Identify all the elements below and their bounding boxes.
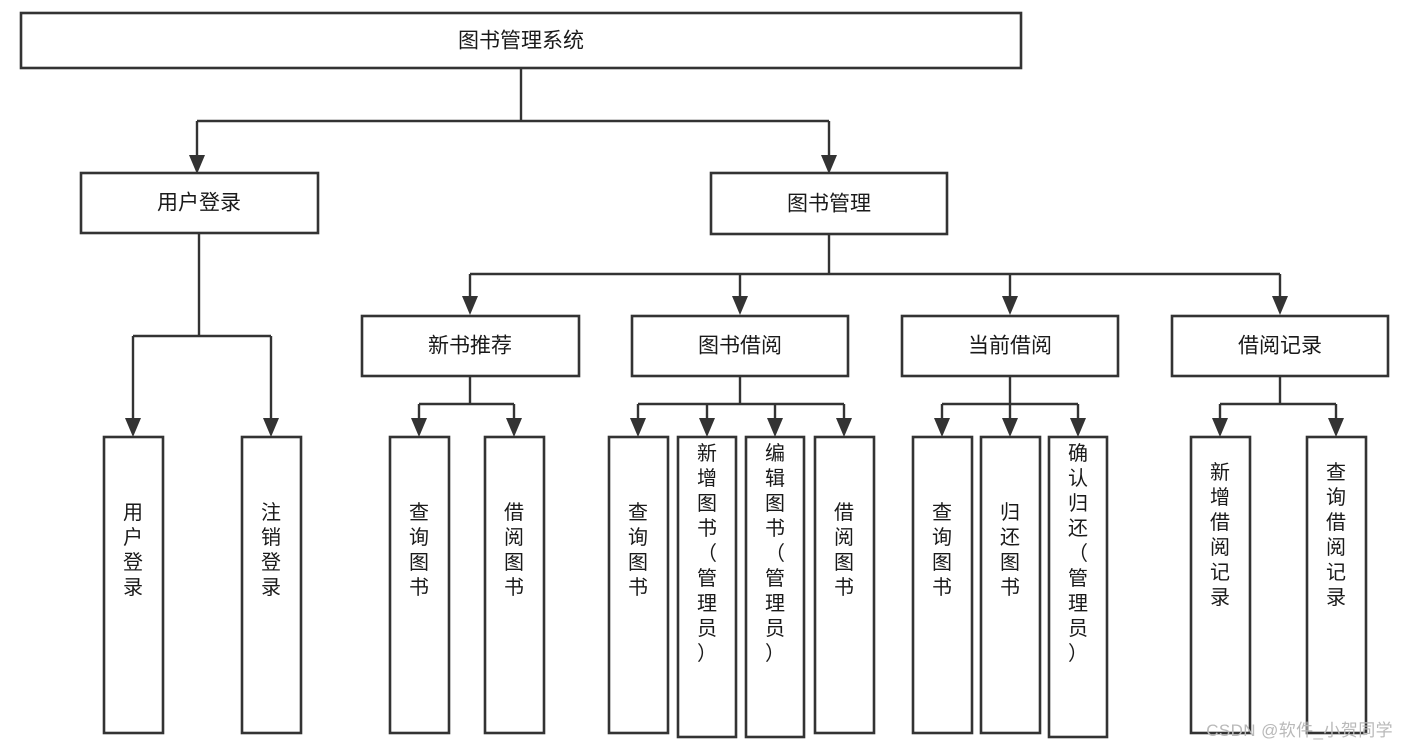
node-leaf-borrow-book-2-label: 借阅图书 <box>834 501 854 599</box>
node-root[interactable]: 图书管理系统 <box>19 11 1023 70</box>
connector-group-borrow-record <box>1212 376 1344 437</box>
node-leaf-return-book-box[interactable] <box>979 435 1042 735</box>
node-leaf-user-login-box[interactable] <box>102 435 165 735</box>
node-leaf-borrow-book-2[interactable]: 借阅图书 <box>813 435 876 735</box>
node-book-manage-box[interactable] <box>709 171 949 236</box>
connector-group-book-manage <box>462 234 1288 315</box>
node-leaf-query-book-1[interactable]: 查询图书 <box>388 435 451 735</box>
arrowhead-user-login <box>189 155 205 174</box>
node-leaf-add-book-label: 新增图书（管理员） <box>697 442 717 665</box>
node-leaf-borrow-book-1[interactable]: 借阅图书 <box>483 435 546 735</box>
arrowhead-leaf-logout <box>263 418 279 437</box>
connector-group-current-borrow <box>934 376 1086 437</box>
node-user-login[interactable]: 用户登录 <box>79 171 320 235</box>
node-leaf-user-login[interactable]: 用户登录 <box>102 435 165 735</box>
node-new-book-recommend-box[interactable] <box>360 314 581 378</box>
arrowhead-leaf-add-book <box>699 418 715 437</box>
node-leaf-query-book-3-label: 查询图书 <box>932 501 952 599</box>
arrowhead-leaf-add-record <box>1212 418 1228 437</box>
node-leaf-add-record-label: 新增借阅记录 <box>1210 461 1230 609</box>
node-leaf-query-book-1-label: 查询图书 <box>409 501 429 599</box>
node-leaf-query-record-box[interactable] <box>1305 435 1368 735</box>
csdn-watermark: CSDN @软件_小贺同学 <box>1206 721 1393 740</box>
node-leaf-add-book-box[interactable] <box>676 435 738 739</box>
connector-group-book-borrow <box>630 376 852 437</box>
node-leaf-borrow-book-1-box[interactable] <box>483 435 546 735</box>
arrowhead-leaf-user-login <box>125 418 141 437</box>
connector-group-new-book-recommend <box>411 376 522 437</box>
arrowhead-current-borrow <box>1002 296 1018 315</box>
node-borrow-record[interactable]: 借阅记录 <box>1170 314 1390 378</box>
arrowhead-leaf-query-book-2 <box>630 418 646 437</box>
arrowhead-borrow-record <box>1272 296 1288 315</box>
node-user-login-box[interactable] <box>79 171 320 235</box>
arrowhead-leaf-edit-book <box>767 418 783 437</box>
node-book-borrow-box[interactable] <box>630 314 850 378</box>
node-leaf-confirm-return[interactable]: 确认归还（管理员） <box>1047 435 1109 739</box>
arrowhead-leaf-query-record <box>1328 418 1344 437</box>
node-user-login-label: 用户登录 <box>157 192 241 215</box>
node-leaf-query-book-3[interactable]: 查询图书 <box>911 435 974 735</box>
node-current-borrow-label: 当前借阅 <box>968 335 1052 358</box>
node-root-box[interactable] <box>19 11 1023 70</box>
node-leaf-query-book-2-box[interactable] <box>607 435 670 735</box>
node-leaf-query-book-2-label: 查询图书 <box>628 501 648 599</box>
node-leaf-user-login-label: 用户登录 <box>123 502 143 599</box>
node-leaf-query-book-1-box[interactable] <box>388 435 451 735</box>
node-borrow-record-label: 借阅记录 <box>1238 335 1322 358</box>
node-current-borrow-box[interactable] <box>900 314 1120 378</box>
node-new-book-recommend[interactable]: 新书推荐 <box>360 314 581 378</box>
node-leaf-return-book-label: 归还图书 <box>1000 501 1020 599</box>
node-borrow-record-box[interactable] <box>1170 314 1390 378</box>
node-leaf-query-book-3-box[interactable] <box>911 435 974 735</box>
node-book-borrow[interactable]: 图书借阅 <box>630 314 850 378</box>
arrowhead-leaf-return-book <box>1002 418 1018 437</box>
node-leaf-query-book-2[interactable]: 查询图书 <box>607 435 670 735</box>
node-leaf-logout-label: 注销登录 <box>261 501 281 599</box>
node-leaf-query-record[interactable]: 查询借阅记录 <box>1305 435 1368 735</box>
node-book-borrow-label: 图书借阅 <box>698 335 782 358</box>
arrowhead-leaf-borrow-book-1 <box>506 418 522 437</box>
node-leaf-edit-book-box[interactable] <box>744 435 806 739</box>
node-leaf-query-record-label: 查询借阅记录 <box>1326 461 1346 609</box>
node-current-borrow[interactable]: 当前借阅 <box>900 314 1120 378</box>
node-leaf-borrow-book-2-box[interactable] <box>813 435 876 735</box>
node-new-book-recommend-label: 新书推荐 <box>428 335 512 358</box>
node-leaf-add-book[interactable]: 新增图书（管理员） <box>676 435 738 739</box>
arrowhead-leaf-borrow-book-2 <box>836 418 852 437</box>
node-leaf-add-record[interactable]: 新增借阅记录 <box>1189 435 1252 735</box>
node-leaf-borrow-book-1-label: 借阅图书 <box>504 501 524 599</box>
arrowhead-leaf-confirm-return <box>1070 418 1086 437</box>
node-leaf-confirm-return-box[interactable] <box>1047 435 1109 739</box>
node-leaf-logout-box[interactable] <box>240 435 303 735</box>
node-leaf-logout[interactable]: 注销登录 <box>240 435 303 735</box>
node-book-manage[interactable]: 图书管理 <box>709 171 949 236</box>
node-leaf-add-record-box[interactable] <box>1189 435 1252 735</box>
node-leaf-edit-book-label: 编辑图书（管理员） <box>765 442 785 665</box>
arrowhead-leaf-query-book-3 <box>934 418 950 437</box>
connector-group-user-login <box>125 233 279 437</box>
node-root-label: 图书管理系统 <box>458 30 584 53</box>
arrowhead-new-book-recommend <box>462 296 478 315</box>
node-leaf-edit-book[interactable]: 编辑图书（管理员） <box>744 435 806 739</box>
connector-group-root <box>189 69 837 174</box>
node-leaf-confirm-return-label: 确认归还（管理员） <box>1068 442 1088 665</box>
arrowhead-leaf-query-book-1 <box>411 418 427 437</box>
node-leaf-return-book[interactable]: 归还图书 <box>979 435 1042 735</box>
arrowhead-book-manage <box>821 155 837 174</box>
node-book-manage-label: 图书管理 <box>787 193 871 216</box>
arrowhead-book-borrow <box>732 296 748 315</box>
